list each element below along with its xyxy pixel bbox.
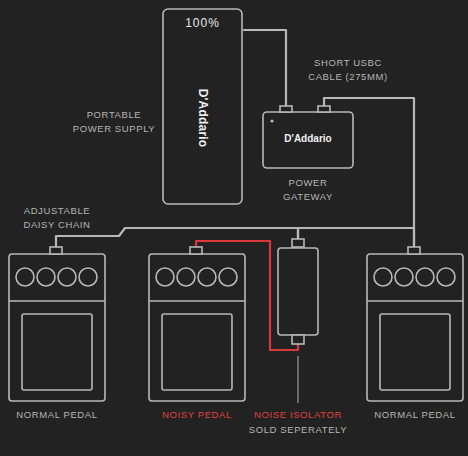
part-label: NOISY PEDAL — [146, 408, 248, 422]
part-label: POWER GATEWAY — [273, 176, 343, 204]
part-label: NOISE ISOLATOR — [244, 408, 352, 422]
power-supply: 100% D'Addario PORTABLE POWER SUPPLY — [70, 8, 244, 206]
noisy-cable — [196, 241, 298, 350]
power-supply-outline — [70, 8, 244, 206]
part-label: NORMAL PEDAL — [6, 408, 108, 422]
note-label: SOLD SEPERATELY — [244, 423, 352, 437]
part-label: PORTABLE POWER SUPPLY — [70, 108, 158, 136]
pedal: NOISY PEDAL — [148, 246, 246, 426]
pedal-outline — [366, 246, 464, 426]
noise-isolator: NOISE ISOLATORSOLD SEPERATELY — [246, 238, 350, 436]
brand-logo: D'Addario — [262, 133, 354, 145]
pedal: NORMAL PEDAL — [366, 246, 464, 426]
power-cable — [244, 30, 286, 106]
power-cable — [324, 98, 414, 246]
brand-logo: D'Addario — [195, 89, 209, 148]
power-cable — [56, 228, 298, 246]
cable-label: SHORT USBC CABLE (275MM) — [296, 56, 400, 84]
chain-label: ADJUSTABLE DAISY CHAIN — [12, 204, 102, 232]
power-gateway: D'AddarioPOWER GATEWAY — [262, 106, 354, 202]
noise-isolator-outline — [246, 238, 350, 436]
pedal: NORMAL PEDAL — [8, 246, 106, 426]
power-cable — [298, 228, 414, 246]
pedal-outline — [148, 246, 246, 426]
charge-display: 100% — [163, 16, 242, 30]
pedal-outline — [8, 246, 106, 426]
part-label: NORMAL PEDAL — [364, 408, 466, 422]
